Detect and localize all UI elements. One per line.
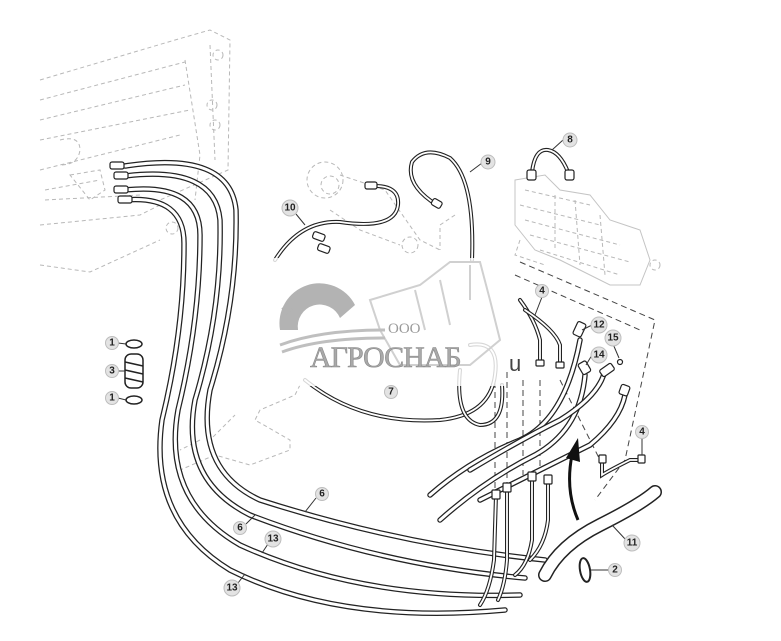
callout-6a: 6: [315, 487, 329, 501]
callout-14: 14: [590, 346, 608, 364]
svg-text:13: 13: [226, 583, 238, 594]
svg-text:1: 1: [109, 338, 115, 349]
vertical-pipes: [478, 471, 553, 607]
callout-11: 11: [623, 534, 641, 552]
pipe-4-lower: [598, 454, 646, 479]
callout-2: 2: [608, 563, 622, 577]
svg-text:15: 15: [607, 333, 619, 344]
ghost-valve-block: [514, 174, 661, 286]
ghost-boom-frame: [39, 29, 231, 273]
ghost-pump: [306, 161, 456, 254]
svg-text:12: 12: [593, 320, 605, 331]
direction-arrow-icon: [566, 438, 580, 521]
callout-7: 7: [384, 385, 398, 399]
clamp-2: [578, 557, 592, 583]
svg-text:4: 4: [639, 427, 645, 438]
callout-1a: 1: [105, 336, 119, 350]
callout-1b: 1: [105, 391, 119, 405]
callout-4b: 4: [635, 425, 649, 439]
svg-text:6: 6: [319, 489, 325, 500]
svg-text:3: 3: [109, 366, 115, 377]
callout-13a: 13: [264, 530, 282, 548]
callout-4a: 4: [535, 284, 549, 298]
protective-sleeve-11: [538, 485, 662, 582]
watermark-company-name: АГРОСНАБ: [310, 341, 461, 374]
callout-15: 15: [604, 329, 622, 347]
callout-13b: 13: [223, 579, 241, 597]
hose-8: [526, 147, 575, 181]
callout-9: 9: [480, 154, 496, 170]
hose-bundle-6-13: [122, 159, 548, 616]
svg-text:10: 10: [284, 203, 296, 214]
svg-text:2: 2: [612, 565, 618, 576]
watermark-logo: ООО АГРОСНАБ: [272, 258, 505, 386]
hose-10: [273, 181, 401, 262]
hose-group-12-14: [427, 321, 631, 523]
spiral-guard-3: [124, 353, 144, 389]
svg-text:14: 14: [593, 350, 605, 361]
svg-text:9: 9: [485, 157, 491, 168]
callout-leaders: [117, 139, 643, 584]
boom-hose-fittings: [109, 161, 133, 204]
svg-text:7: 7: [388, 387, 394, 398]
callout-3: 3: [105, 364, 119, 378]
clamp-1-bottom: [125, 395, 143, 405]
callout-6b: 6: [233, 521, 247, 535]
svg-text:8: 8: [567, 135, 573, 146]
svg-text:1: 1: [109, 393, 115, 404]
svg-text:6: 6: [237, 523, 243, 534]
svg-text:13: 13: [267, 534, 279, 545]
callout-12: 12: [590, 316, 608, 334]
svg-text:4: 4: [539, 286, 545, 297]
stray-glyph: u: [509, 351, 521, 376]
callout-8: 8: [562, 132, 578, 148]
hose-9: [408, 150, 475, 262]
watermark-prefix: ООО: [388, 321, 421, 337]
callout-10: 10: [281, 199, 299, 217]
clamp-1-top: [125, 339, 143, 349]
svg-text:11: 11: [627, 538, 638, 549]
pipe-4-upper: [518, 298, 565, 369]
